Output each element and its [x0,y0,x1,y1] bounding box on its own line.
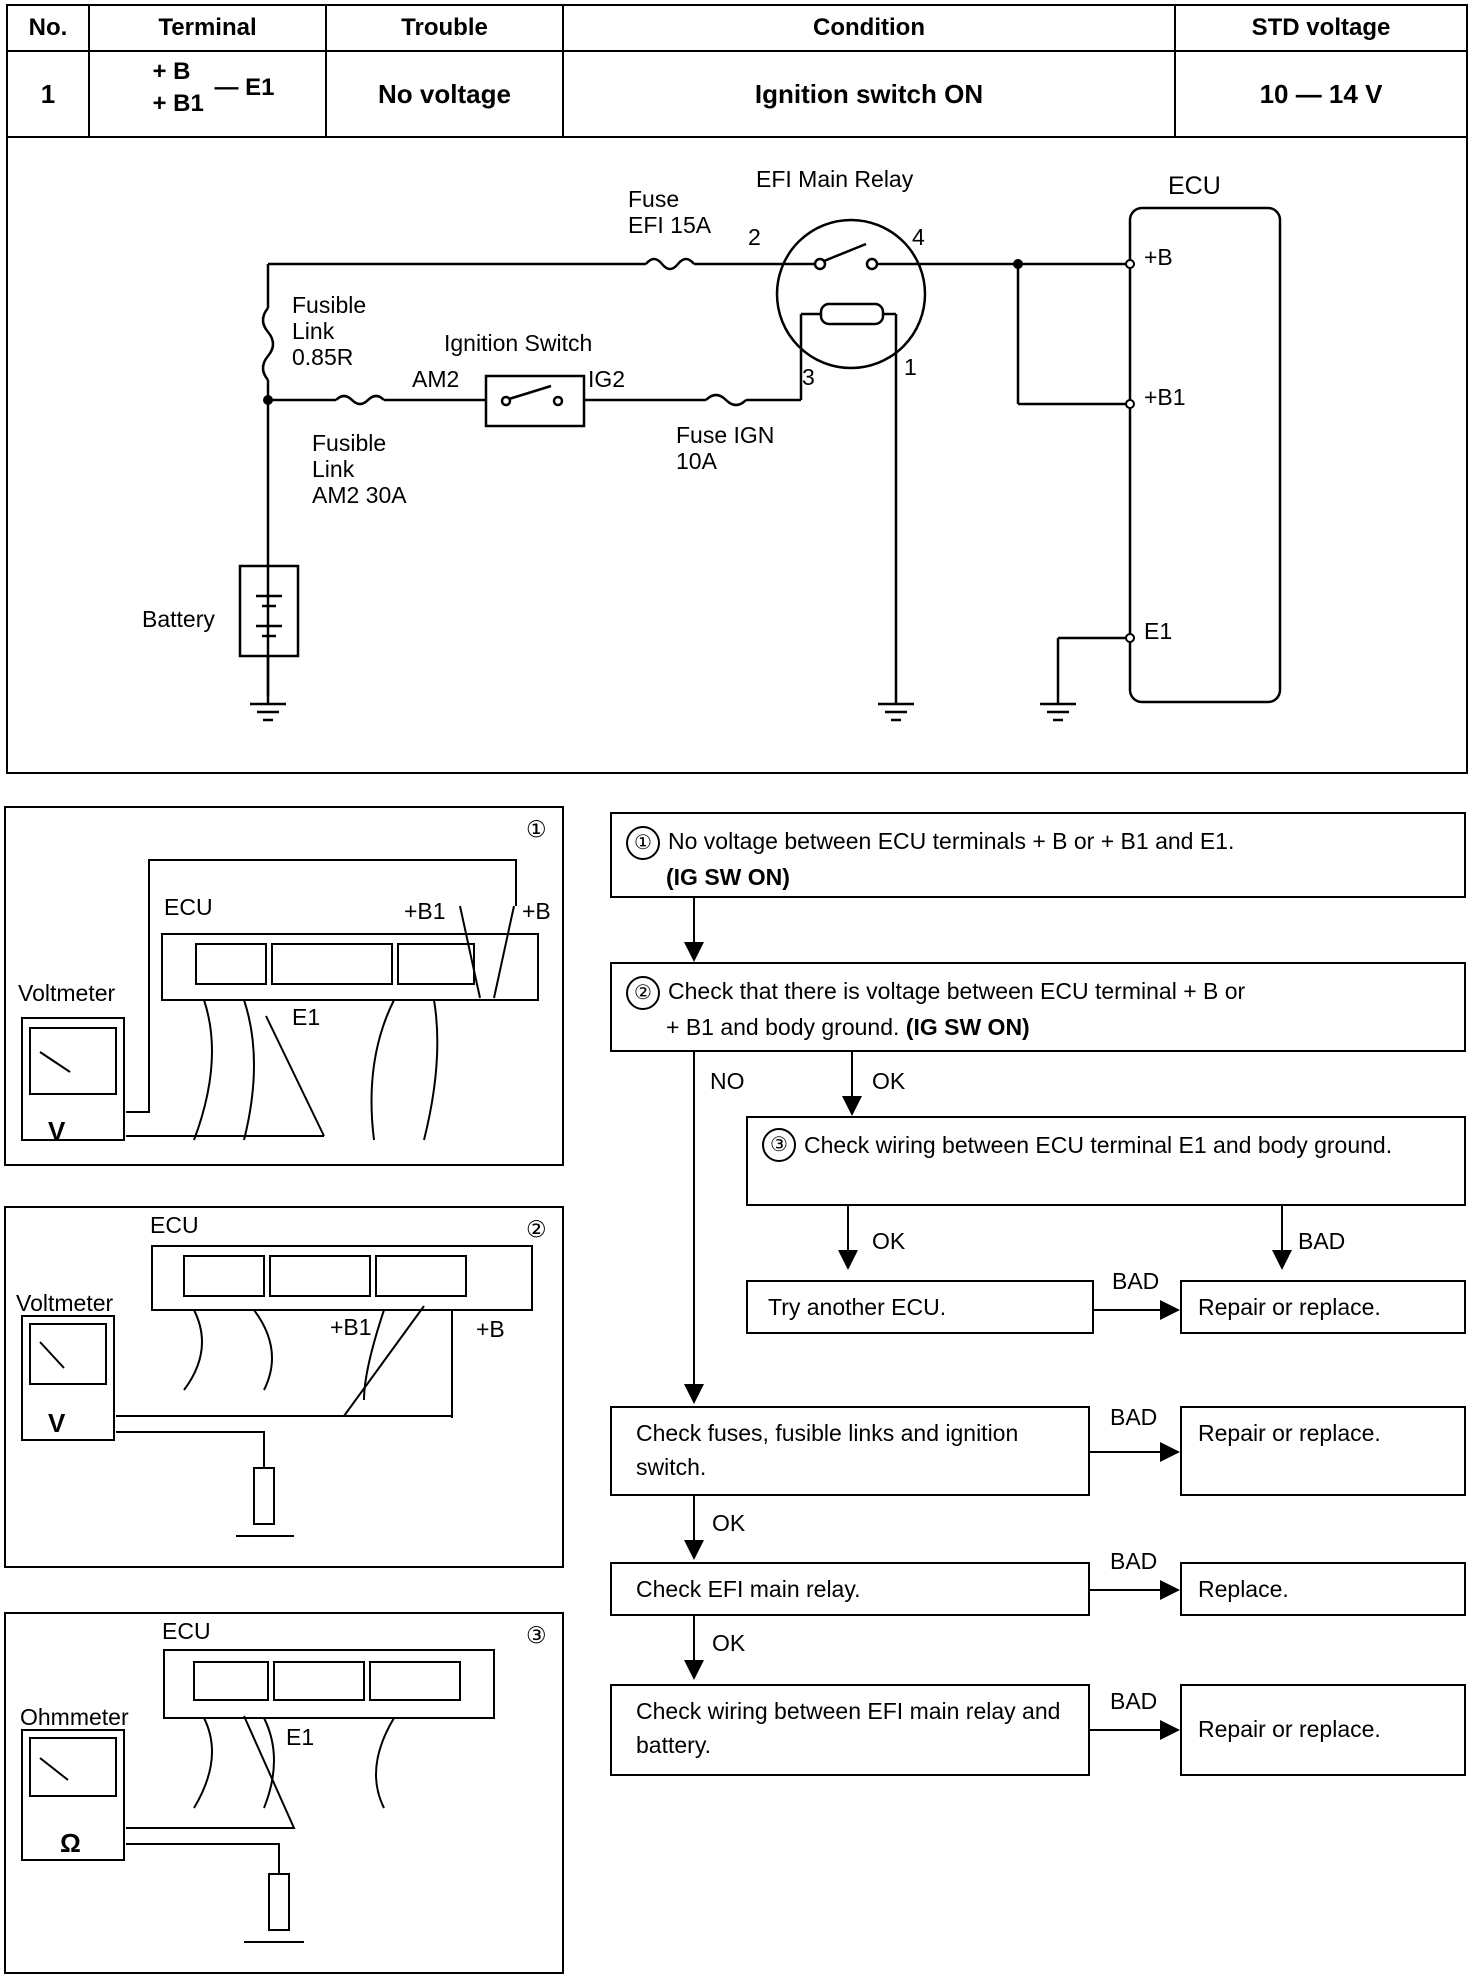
am2-label: AM2 [412,366,460,392]
fuse-ign-line1: Fuse IGN [676,422,775,448]
col-terminal: Terminal [88,4,327,52]
fusible-link-2-line1: Fusible [312,430,387,456]
cell-std-voltage: 10 — 14 V [1174,50,1468,138]
flow-step-2: ② Check that there is voltage between ECU… [610,962,1466,1052]
flow-check-fuses: Check fuses, fusible links and ignition … [610,1406,1090,1496]
terminal-b: + B [152,57,191,85]
pin-1: 1 [904,354,917,380]
flow-repair-3: Repair or replace. [1180,1684,1466,1776]
illustration-2-ecu: ECU [150,1212,199,1238]
illustration-1-num: ① [526,816,547,842]
illustration-2-label-b: +B [476,1316,505,1342]
pin-2: 2 [748,224,761,250]
illustration-1-label-b1: +B1 [404,898,446,924]
label-bad-5: BAD [1110,1688,1158,1714]
col-no: No. [6,4,90,52]
label-ok-2: OK [872,1228,906,1254]
ecu-pin-b1: +B1 [1144,384,1186,410]
fusible-link-1-line1: Fusible [292,292,367,318]
step-1-number: ① [626,825,660,860]
fusible-link-2-line2: Link [312,456,355,482]
step-1-condition: (IG SW ON) [666,863,790,890]
label-bad-3: BAD [1110,1404,1158,1430]
col-condition: Condition [562,4,1176,52]
illustration-3-label-e1: E1 [286,1724,315,1750]
illustration-3-ecu: ECU [162,1618,211,1644]
flow-try-ecu: Try another ECU. [746,1280,1094,1334]
fusible-link-1-line3: 0.85R [292,344,354,370]
illustration-1-symbol: V [48,1116,66,1146]
illustration-3: ③ ECU Ohmmeter Ω E1 [4,1612,564,1974]
terminal-b1: + B1 [152,89,204,117]
ecu-pin-e1: E1 [1144,618,1173,644]
pin-3: 3 [802,364,815,390]
illustration-3-meter: Ohmmeter [20,1704,129,1730]
relay-label: EFI Main Relay [756,166,914,192]
flow-repair-1: Repair or replace. [1180,1280,1466,1334]
flow-check-wiring: Check wiring between EFI main relay and … [610,1684,1090,1776]
label-bad-1: BAD [1298,1228,1346,1254]
terminal-e1: — E1 [214,73,275,101]
fusible-link-1-line2: Link [292,318,335,344]
flow-step-1: ① No voltage between ECU terminals + B or… [610,812,1466,898]
schematic-frame: Fuse EFI 15A EFI Main Relay ECU 2 4 3 1 … [6,136,1468,774]
step-3-text: Check wiring between ECU terminal E1 and… [804,1132,1393,1158]
illustration-1-ecu: ECU [164,894,213,920]
label-ok-1: OK [872,1068,906,1094]
cell-no: 1 [6,50,90,138]
schematic-diagram [238,206,1282,722]
spec-header-row: No. Terminal Trouble Condition STD volta… [6,4,1468,52]
illustration-1: ① ECU Voltmeter V +B1 +B E1 [4,806,564,1166]
battery-label: Battery [142,606,215,632]
label-ok-4: OK [712,1630,746,1656]
label-bad-2: BAD [1112,1268,1160,1294]
spec-table: No. Terminal Trouble Condition STD volta… [6,4,1468,138]
label-bad-4: BAD [1110,1548,1158,1574]
step-2-condition: (IG SW ON) [905,1013,1030,1040]
step-2-text-a: Check that there is voltage between ECU … [668,978,1246,1004]
illustration-2-label-b1: +B1 [330,1314,372,1340]
col-std-voltage: STD voltage [1174,4,1468,52]
col-trouble: Trouble [325,4,564,52]
illustration-2-symbol: V [48,1408,66,1438]
flow-check-relay: Check EFI main relay. [610,1562,1090,1616]
cell-trouble: No voltage [325,50,564,138]
illustration-2-meter: Voltmeter [16,1290,114,1316]
illustration-3-num: ③ [526,1622,547,1648]
pin-4: 4 [912,224,925,250]
fusible-link-2-line3: AM2 30A [312,482,407,508]
cell-terminal: + B + B1 — E1 [88,50,327,138]
fuse-efi-value: EFI 15A [628,212,712,238]
step-2-number: ② [626,975,660,1010]
illustration-3-symbol: Ω [60,1828,81,1858]
flow-step-3: ③ Check wiring between ECU terminal E1 an… [746,1116,1466,1206]
ignition-switch-label: Ignition Switch [444,330,593,356]
cell-condition: Ignition switch ON [562,50,1176,138]
ecu-label: ECU [1168,172,1221,200]
ecu-pin-b: +B [1144,244,1173,270]
fuse-ign-line2: 10A [676,448,717,474]
illustration-2-num: ② [526,1216,547,1242]
illustration-2: ② ECU Voltmeter V +B1 +B [4,1206,564,1568]
fuse-efi-label: Fuse [628,186,680,212]
step-1-text: No voltage between ECU terminals + B or … [668,828,1235,854]
illustration-1-meter: Voltmeter [18,980,116,1006]
flow-replace: Replace. [1180,1562,1466,1616]
illustration-1-label-e1: E1 [292,1004,321,1030]
step-3-number: ③ [762,1128,796,1162]
step-2-text-b: + B1 and body ground. [666,1013,900,1040]
ig2-label: IG2 [588,366,626,392]
label-no: NO [710,1068,745,1094]
illustration-1-label-b: +B [522,898,551,924]
spec-row: 1 + B + B1 — E1 No voltage Ignition swit… [6,50,1468,138]
flow-repair-2: Repair or replace. [1180,1406,1466,1496]
label-ok-3: OK [712,1510,746,1536]
